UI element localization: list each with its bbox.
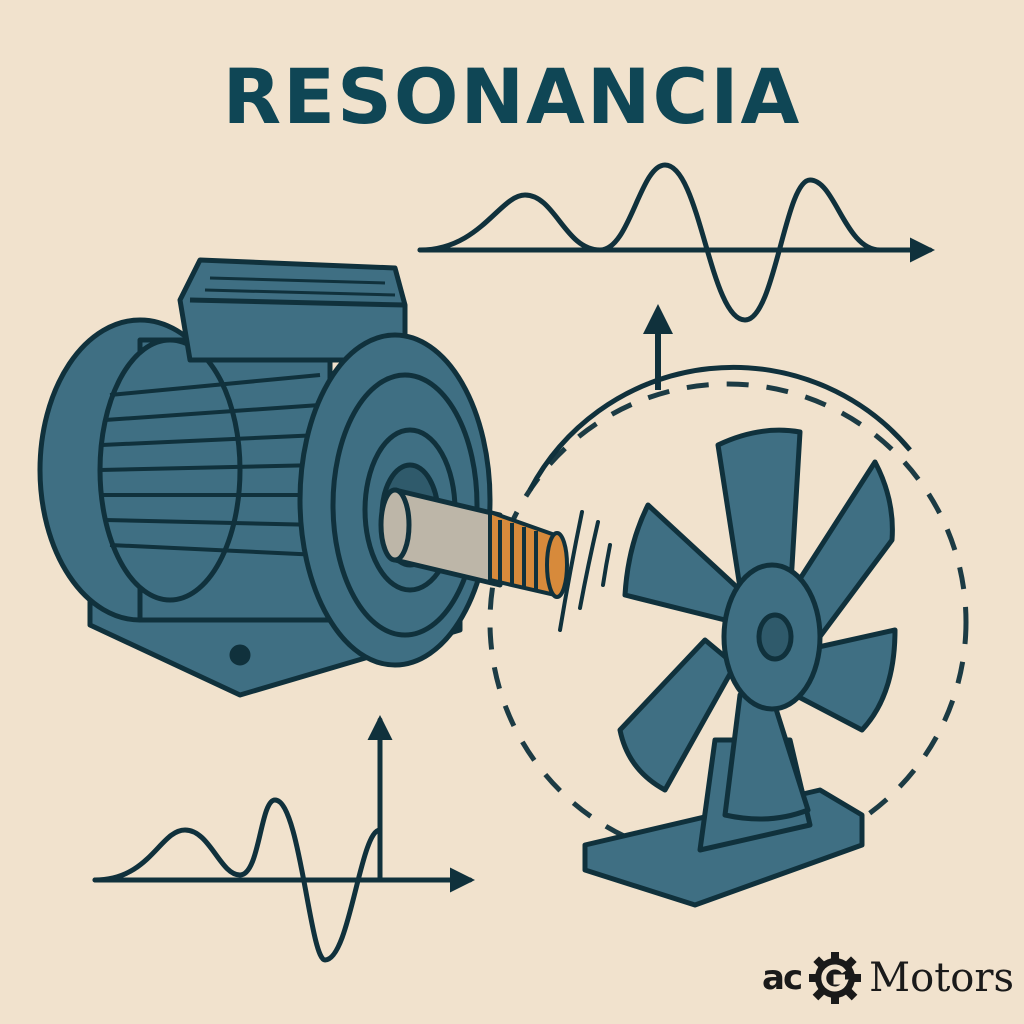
motor-shaft <box>378 487 503 588</box>
brand-name: Motors <box>869 955 1014 1001</box>
top-wave-graph <box>417 162 935 323</box>
brand-logo: ac Motors <box>762 950 1014 1006</box>
gear-icon <box>809 952 862 1004</box>
fan-blade <box>622 502 743 623</box>
fan-blade <box>617 637 738 793</box>
top-wave-curve <box>417 162 883 323</box>
vibration-lines <box>558 510 612 632</box>
brand-ac: ac <box>762 958 803 998</box>
bottom-wave-curve <box>92 797 383 963</box>
page-title: RESONANCIA <box>222 52 802 141</box>
flexible-coupling <box>488 509 569 599</box>
fan-blade <box>722 687 811 822</box>
fan-icon <box>582 427 898 908</box>
bottom-wave-graph <box>92 715 475 963</box>
motor-icon <box>37 257 493 698</box>
